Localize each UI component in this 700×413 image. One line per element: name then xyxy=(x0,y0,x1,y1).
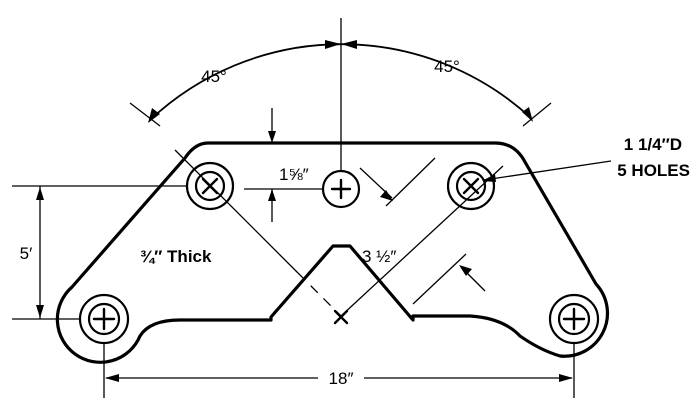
dim-height-arrow-bottom xyxy=(36,305,44,318)
arc-arrow-center-left xyxy=(325,40,341,49)
dim-notch-lower-extension xyxy=(412,253,467,305)
hole-lower-left xyxy=(78,293,130,345)
dim-width-arrow-right xyxy=(559,374,573,382)
dim-width-label: 18″ xyxy=(329,369,354,388)
notch-center-mark xyxy=(333,309,349,325)
hole-center xyxy=(321,169,361,209)
hole-lower-right xyxy=(548,293,600,345)
dim-height-label: 5′ xyxy=(20,244,33,263)
center-line-diagonal-left-dashed xyxy=(297,272,342,317)
hole-spec-line1: 1 1/4″D xyxy=(624,135,682,154)
angle-label-left: 45° xyxy=(201,67,227,86)
arc-arrow-center-right xyxy=(341,40,357,49)
hole-upper-left xyxy=(185,161,235,211)
dim-notch-arrow-lower xyxy=(459,265,472,276)
center-line-diagonal-left xyxy=(174,149,299,274)
center-line-diagonal-right xyxy=(340,165,504,317)
hole-spec-line2: 5 HOLES xyxy=(617,161,690,180)
dim-notch-edge-line xyxy=(385,157,436,207)
dim-top-arrow-upper xyxy=(268,131,276,143)
angle-label-right: 45° xyxy=(434,57,460,76)
hole-upper-right xyxy=(446,161,496,211)
thickness-label: ¾″ Thick xyxy=(140,247,212,266)
hole-callout-arrow xyxy=(482,174,496,182)
dim-notch-arrow-upper xyxy=(380,190,393,201)
dim-height-arrow-top xyxy=(36,187,44,200)
dim-top-offset-label: 1⅝″ xyxy=(279,165,309,184)
angle-arc xyxy=(149,43,532,121)
arc-extension-left xyxy=(129,102,161,127)
dim-notch-label: 3 ½″ xyxy=(362,247,396,266)
dim-width-arrow-left xyxy=(105,374,119,382)
arc-arrow-right xyxy=(522,107,533,122)
hole-callout-leader xyxy=(483,160,612,181)
dim-top-arrow-lower xyxy=(268,189,276,201)
arc-extension-right xyxy=(522,102,552,127)
